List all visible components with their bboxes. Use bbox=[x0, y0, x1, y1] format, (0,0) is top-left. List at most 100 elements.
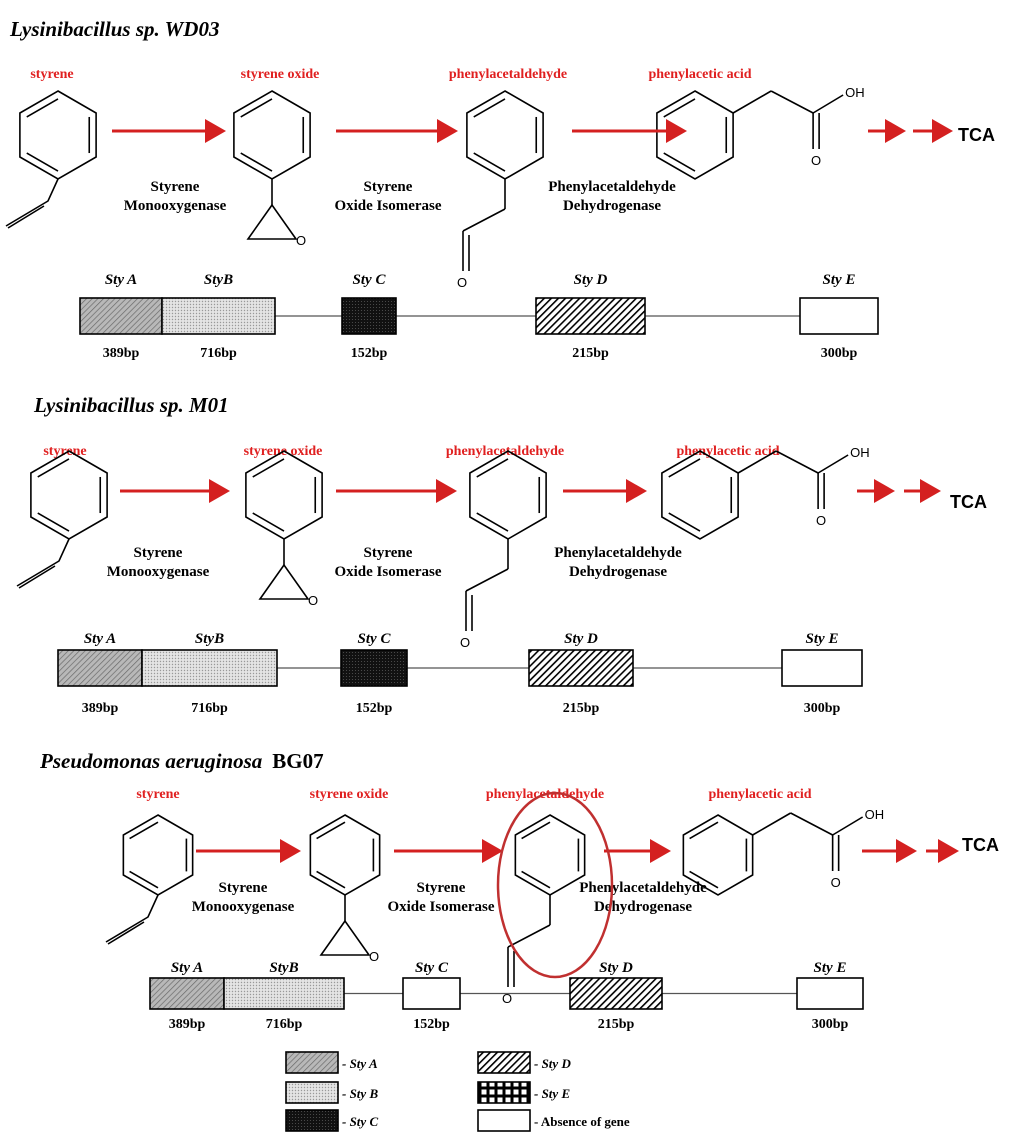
legend-swatch bbox=[477, 1109, 531, 1132]
phenylacetic-acid-ring-icon-double-bond bbox=[668, 512, 701, 532]
phenylacetaldehyde-ring-icon-double-bond bbox=[476, 512, 509, 532]
phenylacetaldehyde-ring-icon-double-bond bbox=[521, 870, 551, 889]
legend-label: - Sty E bbox=[534, 1086, 570, 1101]
aldehyde-oxygen-atom: O bbox=[502, 991, 512, 1006]
gene-size: 716bp bbox=[200, 346, 237, 361]
gene-box bbox=[796, 977, 864, 1010]
styrene-ring-icon-double-bond bbox=[129, 870, 159, 889]
acid-bond bbox=[752, 812, 792, 836]
phenylacetaldehyde-ring-icon-double-bond bbox=[473, 98, 506, 118]
gene-box bbox=[340, 649, 408, 687]
organism-name: Pseudomonas aeruginosa bbox=[39, 749, 262, 773]
styrene-oxide-ring-icon-double-bond bbox=[316, 821, 346, 840]
gene-box bbox=[149, 977, 225, 1010]
legend-swatch bbox=[285, 1081, 339, 1104]
gene-size: 152bp bbox=[351, 346, 388, 361]
vinyl-bond bbox=[16, 538, 70, 587]
legend-swatch bbox=[285, 1051, 339, 1074]
gene-box bbox=[141, 649, 278, 687]
gene-name: Sty D bbox=[599, 960, 633, 976]
tca-label: TCA bbox=[958, 125, 995, 145]
epoxide-oxygen-atom: O bbox=[296, 233, 306, 248]
gene-size: 152bp bbox=[413, 1017, 450, 1032]
gene-name: Sty C bbox=[358, 631, 392, 647]
gene-name: Sty D bbox=[574, 272, 608, 288]
legend-label: - Sty B bbox=[342, 1086, 378, 1101]
gene-size: 716bp bbox=[191, 701, 228, 716]
acid-oxygen-atom: O bbox=[816, 513, 826, 528]
legend: - Sty A- Sty B- Sty C- Sty D- Sty E- Abs… bbox=[285, 1051, 630, 1132]
gene-name: StyB bbox=[195, 631, 224, 647]
phenylacetic-acid-ring-icon-double-bond bbox=[663, 152, 696, 172]
gene-size: 215bp bbox=[598, 1017, 635, 1032]
gene-name: Sty A bbox=[84, 631, 116, 647]
enzyme-label: Phenylacetaldehyde bbox=[579, 880, 707, 896]
compound-label: styrene oxide bbox=[310, 787, 389, 802]
phenylacetaldehyde-ring-icon bbox=[514, 814, 586, 896]
legend-label: - Sty D bbox=[534, 1056, 571, 1071]
aldehyde-bond bbox=[465, 568, 509, 592]
phenylacetic-acid-ring-icon bbox=[656, 90, 734, 180]
organism-name: Lysinibacillus sp. WD03 bbox=[9, 17, 219, 41]
organism-name: Lysinibacillus sp. M01 bbox=[33, 393, 229, 417]
enzyme-label: Oxide Isomerase bbox=[334, 198, 441, 214]
vinyl-double-bond bbox=[7, 205, 45, 229]
gene-size: 300bp bbox=[804, 701, 841, 716]
compound-label: styrene bbox=[30, 67, 73, 82]
acid-bond bbox=[732, 90, 772, 114]
styrene-ring-icon bbox=[122, 814, 194, 896]
tca-label: TCA bbox=[962, 835, 999, 855]
gene-size: 300bp bbox=[821, 346, 858, 361]
epoxide-ring-icon bbox=[319, 919, 371, 956]
gene-name: Sty A bbox=[105, 272, 137, 288]
acid-bond bbox=[737, 450, 777, 474]
styrene-ring-icon bbox=[19, 90, 97, 180]
acid-bond bbox=[770, 90, 814, 114]
gene-size: 152bp bbox=[356, 701, 393, 716]
gene-box bbox=[161, 297, 276, 335]
hydroxyl-label: OH bbox=[845, 85, 865, 100]
vinyl-double-bond bbox=[18, 565, 56, 589]
enzyme-label: Monooxygenase bbox=[107, 564, 210, 580]
styrene-oxide-ring-icon-double-bond bbox=[252, 458, 285, 478]
enzyme-label: Dehydrogenase bbox=[594, 899, 692, 915]
gene-box bbox=[223, 977, 345, 1010]
legend-label: - Sty C bbox=[342, 1114, 378, 1129]
gene-size: 215bp bbox=[563, 701, 600, 716]
gene-box bbox=[781, 649, 863, 687]
phenylacetaldehyde-ring-icon bbox=[469, 450, 547, 540]
enzyme-label: Monooxygenase bbox=[124, 198, 227, 214]
aldehyde-oxygen-atom: O bbox=[460, 635, 470, 650]
gene-size: 389bp bbox=[103, 346, 140, 361]
gene-box bbox=[528, 649, 634, 687]
legend-swatch bbox=[285, 1109, 339, 1132]
aldehyde-bond bbox=[462, 208, 506, 232]
enzyme-label: Oxide Isomerase bbox=[387, 899, 494, 915]
enzyme-label: Styrene bbox=[151, 179, 200, 195]
enzyme-label: Dehydrogenase bbox=[569, 564, 667, 580]
organism-title: Lysinibacillus sp. M01 bbox=[33, 393, 229, 417]
hydroxyl-bond bbox=[832, 816, 864, 836]
epoxide-ring-icon bbox=[258, 563, 310, 600]
enzyme-label: Styrene bbox=[134, 545, 183, 561]
gene-name: Sty E bbox=[814, 960, 847, 976]
styrene-ring-icon-double-bond bbox=[26, 98, 59, 118]
styrene-ring-icon bbox=[30, 450, 108, 540]
acid-oxygen-atom: O bbox=[811, 153, 821, 168]
acid-bond bbox=[790, 812, 834, 836]
gene-size: 215bp bbox=[572, 346, 609, 361]
gene-name: Sty C bbox=[353, 272, 387, 288]
epoxide-oxygen-atom: O bbox=[369, 949, 379, 964]
gene-box bbox=[57, 649, 143, 687]
legend-swatch bbox=[477, 1051, 531, 1074]
enzyme-label: Monooxygenase bbox=[192, 899, 295, 915]
tca-label: TCA bbox=[950, 492, 987, 512]
acid-bond bbox=[775, 450, 819, 474]
phenylacetic-acid-ring-icon-double-bond bbox=[689, 821, 719, 840]
enzyme-label: Styrene bbox=[417, 880, 466, 896]
styrene-oxide-ring-icon-double-bond bbox=[316, 870, 346, 889]
styrene-oxide-ring-icon bbox=[233, 90, 311, 180]
